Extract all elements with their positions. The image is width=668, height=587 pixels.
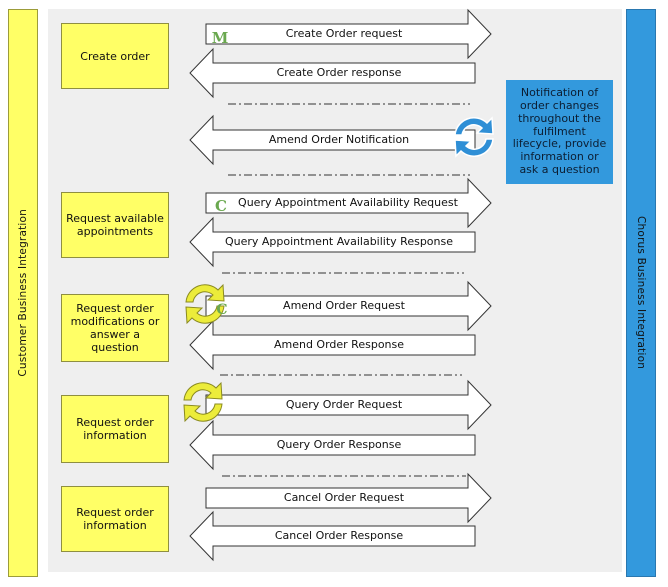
customer-lane: Customer Business Integration — [8, 9, 38, 577]
sync-cycle-icon — [185, 283, 225, 325]
arrow-create-order-response — [189, 47, 476, 99]
c-badge-icon: C — [216, 302, 227, 318]
arrow-query-order-request — [205, 379, 492, 431]
arrow-label: Create Order request — [285, 27, 403, 40]
arrow-label: Query Appointment Availability Response — [224, 235, 454, 248]
arrow-amend-order-response — [189, 319, 476, 371]
c-badge-icon: C — [215, 197, 227, 215]
arrow-cancel-order-request — [205, 472, 492, 524]
request-order-information-box-2: Request order information — [61, 486, 169, 552]
c-badge-letter: C — [215, 197, 227, 215]
sync-cycle-icon — [183, 381, 223, 423]
request-order-information-box: Request order information — [61, 395, 169, 463]
request-order-information-box-label: Request order information — [76, 416, 154, 442]
arrow-amend-order-notification — [189, 114, 476, 166]
m-badge-letter: M — [212, 29, 229, 47]
notification-note: Notification of order changes throughout… — [506, 80, 613, 184]
arrow-amend-order-request — [205, 280, 492, 332]
request-appointments-box-label: Request available appointments — [66, 212, 164, 238]
arrow-label: Amend Order Response — [273, 338, 405, 351]
request-modifications-box-label: Request order modifications or answer a … — [70, 302, 160, 354]
chorus-lane-label: Chorus Business Integration — [635, 216, 647, 370]
sync-cycle-icon — [454, 116, 494, 158]
create-order-box: Create order — [61, 23, 169, 89]
chorus-lane: Chorus Business Integration — [626, 9, 656, 577]
arrow-cancel-order-response — [189, 510, 476, 562]
request-order-information-box-2-label: Request order information — [76, 506, 154, 532]
arrow-label: Cancel Order Request — [283, 491, 405, 504]
arrow-label: Amend Order Request — [283, 299, 405, 312]
request-appointments-box: Request available appointments — [61, 192, 169, 258]
c-badge-letter: C — [216, 302, 227, 318]
arrow-label: Amend Order Notification — [268, 133, 410, 146]
notification-note-text: Notification of order changes throughout… — [512, 86, 607, 176]
arrow-label: Cancel Order Response — [274, 529, 404, 542]
create-order-box-label: Create order — [80, 49, 150, 63]
arrow-label: Query Order Request — [285, 398, 403, 411]
arrow-query-appointment-request — [205, 177, 492, 229]
arrow-label: Query Order Response — [276, 438, 402, 451]
arrow-label: Create Order response — [276, 66, 402, 79]
request-modifications-box: Request order modifications or answer a … — [61, 294, 169, 362]
m-badge-icon: M — [212, 29, 229, 47]
arrow-label: Query Appointment Availability Request — [238, 196, 458, 209]
arrow-create-order-request — [205, 8, 492, 60]
arrow-query-order-response — [189, 419, 476, 471]
arrow-query-appointment-response — [189, 216, 476, 268]
